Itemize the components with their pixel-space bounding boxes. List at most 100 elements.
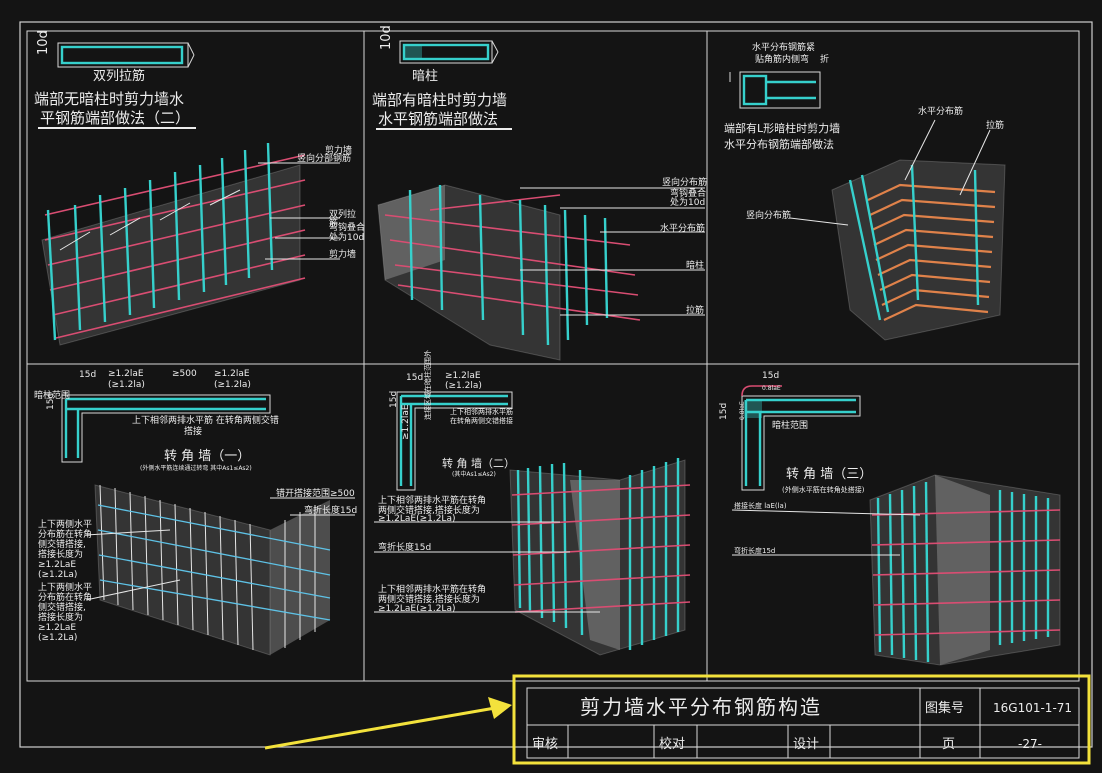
p4-section-detail: 15d ≥1.2laE (≥1.2la) ≥500 ≥1.2laE (≥1.2l…	[34, 369, 279, 463]
p5-section-detail: 15d ≥1.2laE (≥1.2la) 15d ≥1.2laE 连接区域在暗柱…	[389, 350, 513, 491]
p2-title-line1: 端部有暗柱时剪力墙	[372, 91, 507, 109]
p4-callout-3: 上下两侧水平	[38, 518, 92, 530]
p1-callout-7: 剪力墙	[329, 248, 356, 260]
p5-section-label-3: 在转角两侧交错搭接	[450, 416, 513, 425]
p2-leader-lines	[520, 187, 705, 316]
p4-callout-1: 错开搭接范围≥500	[276, 487, 355, 499]
p4-section-label-1: 暗柱范围	[34, 389, 70, 401]
p4-callout-4: 分布筋在转角	[38, 528, 92, 540]
p4-3d-wall	[94, 484, 331, 656]
p4-dim-3: (≥1.2la)	[108, 380, 145, 390]
panel-1: 10d 双列拉筋 端部无暗柱时剪力墙水 平钢筋端部做法（二）	[34, 30, 365, 346]
p2-vertical-bars	[408, 184, 609, 346]
page-number: -27-	[1018, 737, 1042, 751]
p4-dim-2: ≥1.2laE	[108, 369, 144, 379]
p1-callout-4: 筋	[329, 217, 338, 229]
p5-dim-4: 15d	[389, 391, 399, 408]
annotation-arrow	[264, 697, 512, 750]
p6-dim-3: 15d	[719, 403, 729, 420]
page-label: 页	[942, 737, 955, 752]
p4-callout-9: 上下两侧水平	[38, 581, 92, 593]
p4-dim-4: ≥500	[172, 369, 197, 379]
p1-leader-lines	[258, 162, 340, 260]
p5-horizontal-bars	[511, 484, 691, 613]
arrow-shaft	[264, 706, 496, 750]
p6-subtitle: (外侧水平筋在转角处搭接)	[782, 485, 865, 494]
p5-leader-lines	[374, 521, 600, 613]
p5-callout-4: 弯折长度15d	[378, 541, 431, 553]
p6-dim-2: 0.8laE	[762, 385, 781, 392]
p2-callout-4: 水平分布筋	[660, 222, 705, 234]
p2-section-label: 暗柱	[412, 69, 438, 84]
p1-section-rebar	[60, 45, 184, 65]
atlas-number: 16G101-1-71	[993, 701, 1072, 715]
p5-section-label-1: 连接区域在暗柱范围外	[423, 350, 432, 420]
p4-callout-10: 分布筋在转角	[38, 591, 92, 603]
p6-dim-1: 15d	[762, 371, 779, 381]
p2-title-line2: 水平钢筋端部做法	[378, 110, 498, 128]
highlight-box	[512, 674, 1091, 765]
p4-callout-13: ≥1.2LaE	[38, 623, 76, 633]
p5-callout-3: ≥1.2LaE(≥1.2La)	[378, 514, 455, 524]
panel-grid-border	[26, 30, 1080, 682]
p5-callout-2: 两侧交错搭接,搭接长度为	[378, 504, 480, 516]
p5-callout-6: 两侧交错搭接,搭接长度为	[378, 593, 480, 605]
p5-dim-1: 15d	[406, 373, 423, 383]
p3-title-line2: 水平分布钢筋端部做法	[724, 137, 834, 151]
panel-6: 15d 0.8laE 15d 0.8laE 暗柱范围 转 角 墙（三） (外侧水…	[719, 371, 1061, 666]
p2-callout-1: 竖向分布筋	[662, 176, 707, 188]
p2-section-detail: 10d 暗柱	[379, 25, 499, 84]
p4-dim-5: ≥1.2laE	[214, 369, 250, 379]
review-label: 审核	[532, 737, 558, 752]
p1-vertical-bars	[46, 142, 274, 341]
p5-title: 转 角 墙（二）	[442, 456, 515, 470]
p6-horizontal-bars	[871, 509, 1061, 636]
p3-horizontal-bars	[867, 183, 996, 321]
p1-callout-2: 竖向分部钢筋	[297, 152, 351, 164]
p4-callout-8: (≥1.2La)	[38, 570, 77, 580]
p3-callout-3: 竖向分布筋	[746, 209, 791, 221]
p4-callout-12: 搭接长度为	[38, 611, 83, 623]
p1-section-detail: 10d 双列拉筋	[36, 30, 195, 84]
p6-callout-1: 搭接长度 laE(la)	[734, 501, 787, 510]
drawing-title: 剪力墙水平分布钢筋构造	[580, 695, 822, 719]
p5-callout-1: 上下相邻两排水平筋在转角	[378, 494, 486, 506]
p3-leader-lines	[789, 119, 991, 226]
p3-callout-2: 拉筋	[986, 119, 1004, 131]
p2-3d-wall	[377, 184, 641, 361]
p1-callout-6: 处为10d	[329, 231, 364, 243]
p2-callout-6: 拉筋	[686, 304, 704, 316]
p4-dim-7: 15d	[46, 393, 56, 410]
panel-5: 15d ≥1.2laE (≥1.2la) 15d ≥1.2laE 连接区域在暗柱…	[374, 350, 691, 656]
p1-callout-5: 弯钩叠合	[329, 221, 365, 233]
p1-dim: 10d	[36, 30, 51, 55]
p1-ties	[59, 189, 241, 251]
p5-callout-5: 上下相邻两排水平筋在转角	[378, 583, 486, 595]
p4-leader-lines	[85, 497, 355, 601]
p6-dim-4: 0.8laE	[739, 401, 746, 420]
title-block: 剪力墙水平分布钢筋构造 图集号 16G101-1-71 审核 校对 设计 页 -…	[526, 687, 1080, 759]
p1-wall-section	[57, 42, 189, 68]
p2-dim: 10d	[379, 25, 394, 50]
p6-section-detail: 15d 0.8laE 15d 0.8laE 暗柱范围	[719, 371, 861, 491]
p3-3d-wall	[831, 159, 1006, 341]
p4-horizontal-bars	[97, 504, 331, 621]
p4-callout-5: 侧交错搭接,	[38, 538, 86, 550]
p1-section-label: 双列拉筋	[93, 68, 145, 84]
p4-callout-14: (≥1.2La)	[38, 633, 77, 643]
p4-callout-11: 侧交错搭接,	[38, 601, 86, 613]
check-label: 校对	[659, 736, 685, 752]
p3-title-line1: 端部有L形暗柱时剪力墙	[724, 121, 840, 135]
p6-leader-lines	[731, 509, 921, 556]
design-label: 设计	[793, 737, 819, 752]
p5-section-label-2: 上下相邻两排水平筋	[450, 407, 513, 416]
p5-subtitle: (其中As1≤As2)	[452, 470, 496, 478]
outer-frame	[19, 21, 1093, 748]
p4-callout-6: 搭接长度为	[38, 548, 83, 560]
p1-title-line1: 端部无暗柱时剪力墙水	[34, 90, 184, 108]
atlas-label: 图集号	[925, 700, 964, 716]
p3-section-detail: 水平分布钢筋紧 贴角筋内侧弯 折	[729, 41, 829, 109]
p3-callout-1: 水平分布筋	[918, 105, 963, 117]
p1-callout-1: 剪力墙	[325, 144, 352, 156]
